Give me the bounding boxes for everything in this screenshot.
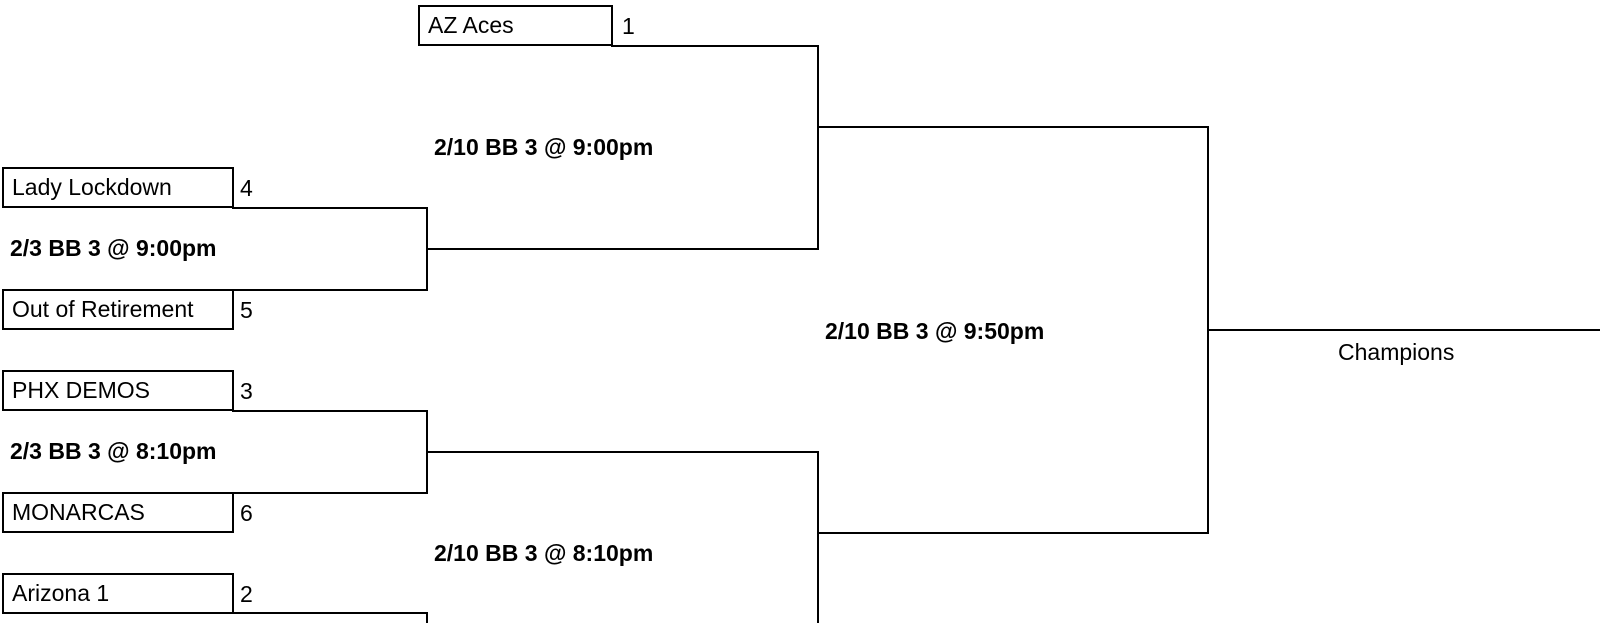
bracket-line [817,126,1209,128]
bracket-line [817,45,819,250]
seed-arizona-1: 2 [240,581,253,607]
seed-phx-demos: 3 [240,378,253,404]
bracket-line [232,410,428,412]
seed-monarcas: 6 [240,500,253,526]
bracket-line [232,207,428,209]
bracket-line [817,532,1209,534]
bracket-line [232,612,428,614]
team-monarcas: MONARCAS [2,492,234,533]
game-label-qf-bottom: 2/3 BB 3 @ 8:10pm [10,438,217,464]
game-label-sf-top: 2/10 BB 3 @ 9:00pm [434,134,654,160]
seed-out-of-retirement: 5 [240,297,253,323]
bracket-line [232,492,428,494]
seed-lady-lockdown: 4 [240,175,253,201]
bracket-line [611,45,819,47]
team-out-of-retirement: Out of Retirement [2,289,234,330]
team-phx-demos: PHX DEMOS [2,370,234,411]
game-label-final: 2/10 BB 3 @ 9:50pm [825,318,1045,344]
game-label-sf-bottom: 2/10 BB 3 @ 8:10pm [434,540,654,566]
game-label-qf-top: 2/3 BB 3 @ 9:00pm [10,235,217,261]
bracket-line [426,612,428,623]
bracket-line [817,451,819,623]
team-az-aces: AZ Aces [418,5,613,46]
seed-az-aces: 1 [622,13,635,39]
team-lady-lockdown: Lady Lockdown [2,167,234,208]
bracket-line [232,289,428,291]
bracket-line [426,451,819,453]
champions-label: Champions [1338,339,1455,365]
bracket-line [1207,329,1600,331]
bracket-line [426,248,819,250]
team-arizona-1: Arizona 1 [2,573,234,614]
